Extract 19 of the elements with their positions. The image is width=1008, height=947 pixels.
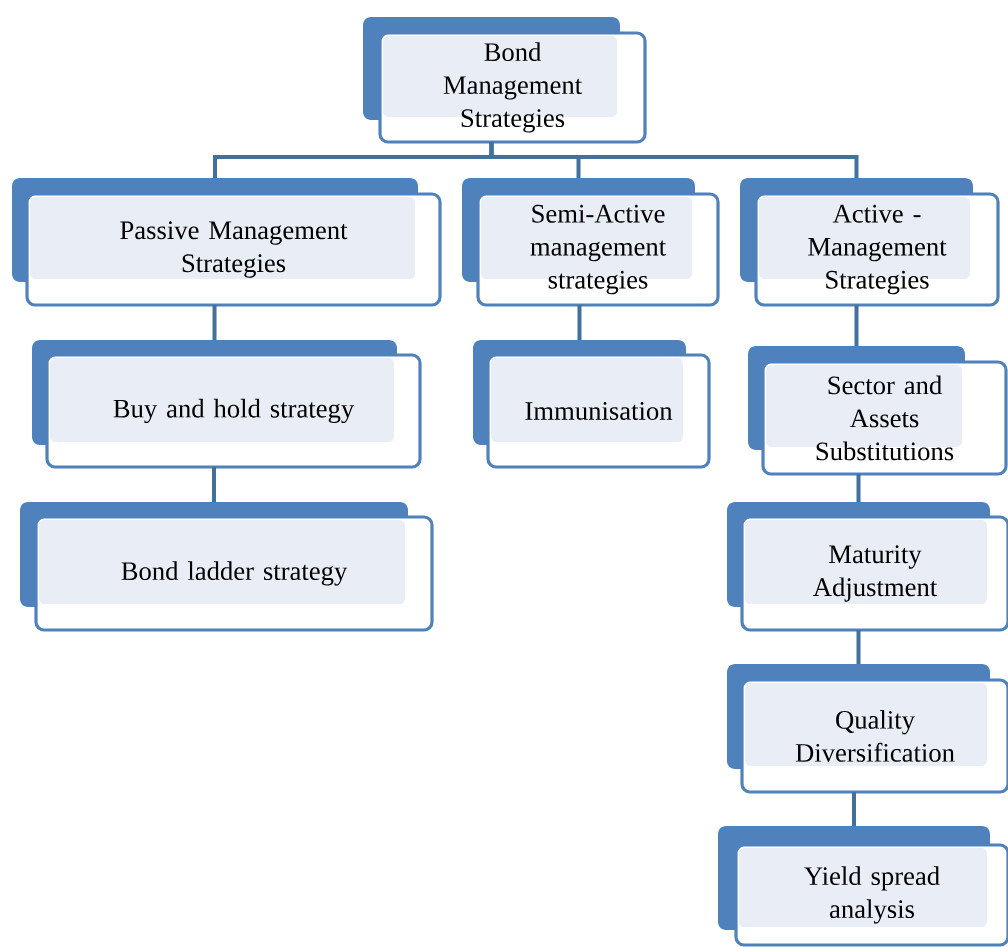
connector-line bbox=[577, 305, 582, 340]
connector-line bbox=[854, 305, 859, 346]
strategy-box: Passive Management Strategies bbox=[12, 178, 442, 307]
connector-line bbox=[489, 142, 859, 178]
connector-line bbox=[856, 630, 861, 664]
strategy-box: Sector and Assets Substitutions bbox=[748, 346, 1008, 476]
connector-line bbox=[852, 792, 856, 826]
connector-line bbox=[856, 474, 861, 502]
strategy-box: Buy and hold strategy bbox=[32, 340, 422, 469]
strategy-box: Active - Management Strategies bbox=[740, 178, 1000, 307]
strategy-box: Quality Diversification bbox=[727, 664, 1008, 794]
connector-line bbox=[212, 305, 217, 340]
strategy-box: Immunisation bbox=[473, 340, 711, 469]
strategy-box: Bond ladder strategy bbox=[20, 502, 434, 632]
connector-line bbox=[212, 467, 216, 502]
strategy-box: Semi-Active management strategies bbox=[462, 178, 720, 307]
strategy-box: Maturity Adjustment bbox=[727, 502, 1008, 632]
strategy-box: Bond Management Strategies bbox=[363, 17, 647, 144]
strategy-box: Yield spread analysis bbox=[718, 826, 1008, 947]
